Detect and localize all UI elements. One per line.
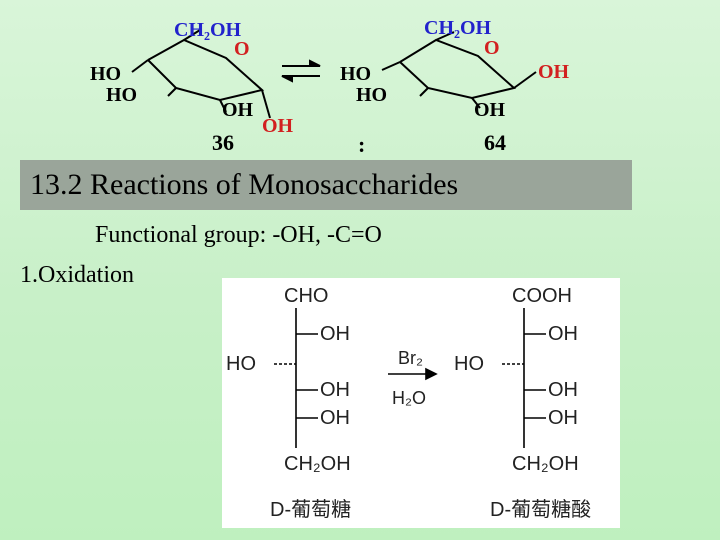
reaction-arrow <box>388 367 438 381</box>
right-ho-top-label: HO <box>340 63 371 85</box>
reactant-c3-ho: HO <box>226 353 256 375</box>
functional-group-line: Functional group: -OH, -C=O <box>95 222 382 248</box>
anomer-equilibrium-diagram: CH₂OH O HO HO OH OH CH₂OH O HO HO OH OH … <box>90 17 570 157</box>
reactant-top-group: CHO <box>284 285 328 307</box>
reactant-name: D-葡萄糖 <box>270 498 351 521</box>
ratio-right-value: 64 <box>484 130 506 155</box>
left-oh-anomeric-label: OH <box>262 115 294 137</box>
oxidation-reaction-panel: CHO OH HO OH OH CH₂OH D-葡萄糖 Br₂ H₂O COOH… <box>222 278 620 528</box>
right-ch2oh-label: CH₂OH <box>424 17 492 39</box>
left-oh-bottom-label: OH <box>222 99 254 121</box>
reactant-bottom-group: CH₂OH <box>284 453 351 475</box>
reactant-fischer-projection <box>274 308 318 448</box>
left-ho-bottom-label: HO <box>106 84 137 106</box>
left-ho-top-label: HO <box>90 63 121 85</box>
oxidation-reaction-diagram: CHO OH HO OH OH CH₂OH D-葡萄糖 Br₂ H₂O COOH… <box>226 285 591 521</box>
section-heading-title: 13.2 Reactions of Monosaccharides <box>30 168 459 201</box>
ratio-left-value: 36 <box>212 130 234 155</box>
product-bottom-group: CH₂OH <box>512 453 579 475</box>
oxidation-section-label: 1.Oxidation <box>20 262 134 288</box>
left-ch2oh-label: CH₂OH <box>174 19 242 41</box>
reagent-water: H₂O <box>392 388 426 408</box>
product-c4-oh: OH <box>548 379 578 401</box>
ratio-separator: : <box>358 132 365 157</box>
alpha-glucopyranose <box>131 29 271 119</box>
left-ring-oxygen-label: O <box>234 38 250 60</box>
right-oh-anomeric-label: OH <box>538 61 570 83</box>
right-oh-bottom-label: OH <box>474 99 506 121</box>
product-c2-oh: OH <box>548 323 578 345</box>
product-name: D-葡萄糖酸 <box>490 498 591 521</box>
product-top-group: COOH <box>512 285 572 307</box>
equilibrium-arrows <box>281 59 321 83</box>
product-fischer-projection <box>502 308 546 448</box>
reactant-c4-oh: OH <box>320 379 350 401</box>
right-ho-bottom-label: HO <box>356 84 387 106</box>
beta-glucopyranose <box>381 31 537 109</box>
reagent-bromine: Br₂ <box>398 348 423 368</box>
reactant-c5-oh: OH <box>320 407 350 429</box>
reactant-c2-oh: OH <box>320 323 350 345</box>
right-ring-oxygen-label: O <box>484 37 500 59</box>
product-c3-ho: HO <box>454 353 484 375</box>
section-heading-bar <box>20 160 632 210</box>
product-c5-oh: OH <box>548 407 578 429</box>
